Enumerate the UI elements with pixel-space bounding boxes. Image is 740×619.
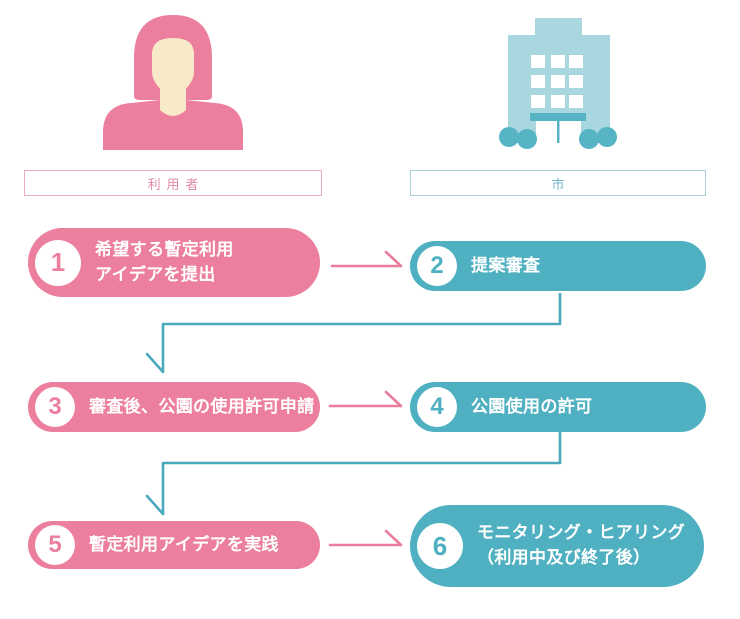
step-6-line-1: モニタリング・ヒアリング [477,523,686,543]
actor-label-user-text: 利用者 [147,176,205,192]
step-4-pill: 4 公園使用の許可 [410,382,706,432]
step-1-line-1: 希望する暫定利用 [95,239,234,259]
step-3-label: 審査後、公園の使用許可申請 [89,395,314,420]
arrow-3-4 [328,390,403,408]
actor-label-user: 利用者 [24,170,322,196]
actor-label-city-text: 市 [551,176,571,192]
arrow-5-6 [328,529,403,547]
step-5-number-badge: 5 [35,525,75,565]
step-6-line-2: （利用中及び終了後） [477,548,651,567]
arrow-4-5 [145,431,562,516]
step-2-line-1: 提案審査 [471,255,541,275]
building-icon [499,18,617,149]
step-2-label: 提案審査 [471,254,540,279]
step-4-line-1: 公園使用の許可 [471,396,593,416]
actor-label-city: 市 [410,170,706,196]
step-1-line-2: アイデアを提出 [95,264,216,284]
step-5-pill: 5 暫定利用アイデアを実践 [28,521,320,569]
arrow-1-2 [330,250,403,268]
step-5-line-1: 暫定利用アイデアを実践 [89,534,279,554]
step-5-label: 暫定利用アイデアを実践 [89,533,279,558]
step-6-label: モニタリング・ヒアリング （利用中及び終了後） [477,521,685,570]
step-4-number-badge: 4 [417,387,457,427]
step-1-number-badge: 1 [35,239,81,286]
step-6-pill: 6 モニタリング・ヒアリング （利用中及び終了後） [410,505,704,587]
step-1-pill: 1 希望する暫定利用 アイデアを提出 [28,228,320,297]
step-2-pill: 2 提案審査 [410,241,706,291]
arrow-2-3 [145,292,562,374]
step-2-number-badge: 2 [417,246,457,286]
step-3-number-badge: 3 [35,387,75,427]
step-6-number-badge: 6 [417,523,463,569]
step-3-pill: 3 審査後、公園の使用許可申請 [28,382,320,432]
step-4-label: 公園使用の許可 [471,395,592,420]
person-icon [103,15,243,150]
step-3-line-1: 審査後、公園の使用許可申請 [89,396,315,416]
step-1-label: 希望する暫定利用 アイデアを提出 [95,238,234,287]
